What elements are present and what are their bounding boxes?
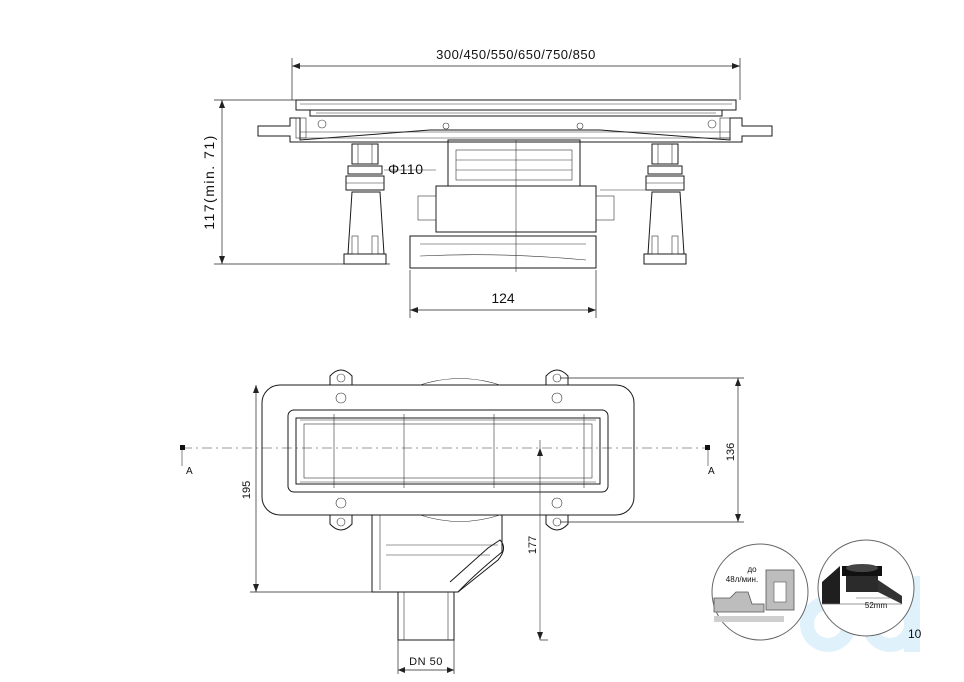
seal-size-label: 52mm	[865, 601, 888, 610]
outlet-pipe-label: DN 50	[409, 656, 443, 668]
top-width-label: 300/450/550/650/750/850	[436, 47, 596, 62]
flow-inset: до 48л/мин.	[711, 543, 809, 641]
side-view: 300/450/550/650/750/850 117(min. 71)	[201, 47, 773, 318]
outlet-width-label: 124	[491, 290, 515, 306]
plan-view: A A 195 136 177	[180, 369, 744, 674]
flow-label-line1: до	[747, 565, 757, 574]
body-depth-label: 136	[725, 443, 737, 461]
page-number: 10	[908, 627, 922, 641]
height-label: 117(min. 71)	[201, 134, 217, 230]
seal-inset: 52mm	[817, 539, 915, 637]
pipe-diameter-label: Φ110	[388, 161, 424, 177]
flow-label-line2: 48л/мин.	[726, 575, 758, 584]
outlet-length-label: 177	[527, 536, 539, 554]
section-marker-right: A	[708, 466, 715, 477]
section-marker-left: A	[186, 466, 193, 477]
body-width-label: 195	[241, 481, 253, 499]
